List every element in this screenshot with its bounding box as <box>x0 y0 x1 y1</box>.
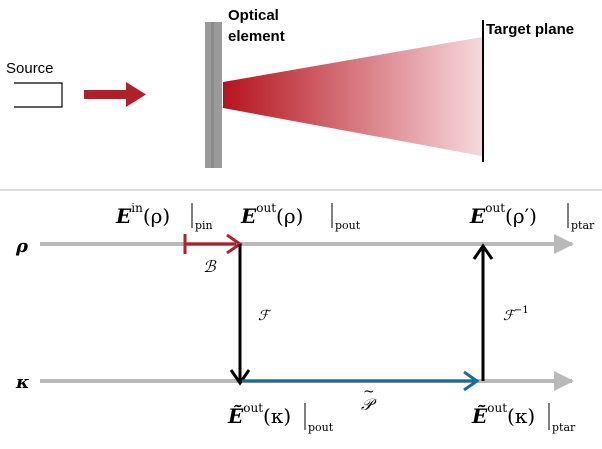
E-out-rho-label: Eout(ρ) <box>240 201 303 228</box>
E-tilde-out-ptar-label: Ẽout(κ) <box>471 401 535 428</box>
rho-label: ρ <box>15 236 29 257</box>
top-panel: Source Optical element Target plane <box>6 7 574 168</box>
incident-arrow <box>84 82 146 107</box>
kappa-label: κ <box>15 372 30 393</box>
E-tilde-out-pout-label: Ẽout(κ) <box>227 401 291 428</box>
beam-cone <box>223 37 482 156</box>
E-in-rho-label: Ein(ρ) <box>115 201 170 228</box>
F-inverse-operator-label: ℱ−1 <box>503 305 529 324</box>
B-operator-label: ℬ <box>203 257 217 276</box>
optical-element-label-2: element <box>228 28 285 45</box>
F-operator-arrow <box>229 244 251 386</box>
E-out-rho-prime-label: Eout(ρ′) <box>469 201 537 228</box>
F-inverse-operator-arrow <box>472 243 494 381</box>
source-box <box>14 82 63 108</box>
target-plane-label: Target plane <box>486 21 574 38</box>
E-in-rho-sub: pin <box>195 219 213 232</box>
E-tilde-out-ptar-sub: ptar <box>552 421 576 434</box>
F-operator-label: ℱ <box>258 308 272 324</box>
B-operator-arrow <box>183 233 243 255</box>
E-out-rho-sub: pout <box>335 219 361 232</box>
bottom-panel: ρ κ ℬ ℱ ~ 𝒫 ℱ−1 Ein <box>15 201 595 434</box>
optical-element-label: Optical <box>228 7 279 24</box>
E-out-rho-prime-sub: ptar <box>571 219 595 232</box>
source-label: Source <box>6 60 54 77</box>
P-operator-arrow <box>242 370 480 392</box>
P-operator-tilde: ~ <box>363 384 375 400</box>
E-tilde-out-pout-sub: pout <box>308 421 334 434</box>
